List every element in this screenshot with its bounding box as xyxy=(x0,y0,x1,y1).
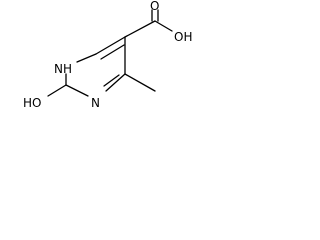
ring-n-label: N xyxy=(91,96,100,110)
bond-c2-ho xyxy=(47,84,67,97)
bond-c5-carboxyl xyxy=(124,20,156,38)
bond-n3-c2 xyxy=(65,84,89,97)
ring-nh-label: NH xyxy=(54,62,72,76)
bond-c4-n3 xyxy=(105,73,126,92)
bond-c4-n3-double xyxy=(103,74,120,87)
bond-c4-methyl xyxy=(124,73,156,92)
bond-n1-c6 xyxy=(76,53,97,63)
bond-c6-c5-double-outer xyxy=(95,36,126,55)
acid-oxygen-label: O xyxy=(150,0,159,13)
structure-diagram: O OH NH N HO xyxy=(23,0,192,110)
acid-hydroxyl-label: OH xyxy=(174,30,192,44)
bond-c6-c5-double-inner xyxy=(100,44,125,60)
ring-hydroxyl-label: HO xyxy=(23,96,41,110)
bond-carboxyl-oh xyxy=(154,20,173,32)
